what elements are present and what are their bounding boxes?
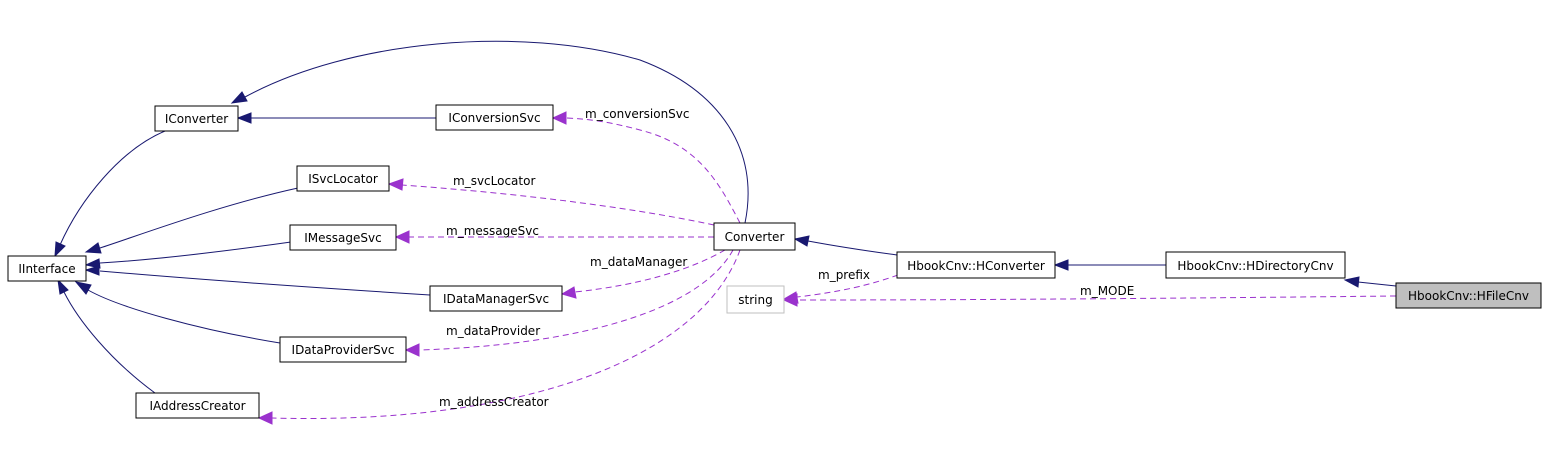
arrowhead-converter-imessagesvc — [394, 230, 410, 244]
arrowhead-converter-iaddresscreator — [257, 411, 273, 425]
arrowhead-converter-idataprovidersvc — [404, 343, 420, 357]
edge-label-address-creator: m_addressCreator — [439, 395, 549, 409]
edge-isvclocator-iinterface — [99, 187, 299, 249]
edge-label-data-provider: m_dataProvider — [446, 324, 540, 338]
node-label-hdirectorycnv: HbookCnv::HDirectoryCnv — [1177, 259, 1333, 273]
edge-converter-idataprovidersvc — [418, 249, 734, 351]
edge-label-data-manager: m_dataManager — [590, 255, 687, 269]
node-label-hconverter: HbookCnv::HConverter — [907, 259, 1045, 273]
arrowhead-hdirectorycnv-hconverter — [1053, 259, 1069, 271]
edge-idatamanagersvc-iinterface — [99, 270, 431, 296]
node-label-idataprovidersvc: IDataProviderSvc — [292, 343, 395, 357]
node-label-iaddresscreator: IAddressCreator — [149, 399, 245, 413]
edge-label-mode: m_MODE — [1080, 284, 1134, 298]
arrowhead-imessagesvc-iinterface — [84, 258, 101, 269]
arrowhead-converter-isvclocator — [387, 178, 404, 191]
edge-converter-iconverter — [244, 40, 749, 224]
arrowhead-hfilecnv-string — [782, 293, 798, 307]
node-hdirectorycnv[interactable]: HbookCnv::HDirectoryCnv — [1165, 251, 1346, 279]
node-iaddresscreator[interactable]: IAddressCreator — [135, 392, 260, 419]
node-isvclocator[interactable]: ISvcLocator — [296, 165, 390, 192]
node-idataprovidersvc[interactable]: IDataProviderSvc — [279, 336, 407, 363]
edge-iconverter-iinterface — [59, 130, 166, 246]
arrowhead-idataprovidersvc-iinterface — [74, 281, 92, 295]
edge-hconverter-converter — [807, 240, 898, 256]
edge-hfilecnv-string — [796, 295, 1397, 301]
node-label-converter: Converter — [725, 230, 785, 244]
node-hconverter[interactable]: HbookCnv::HConverter — [896, 251, 1056, 279]
usage-edges — [257, 111, 1397, 425]
node-label-string: string — [738, 293, 772, 307]
node-converter[interactable]: Converter — [713, 222, 796, 251]
node-label-iinterface: IInterface — [18, 262, 75, 276]
node-idatamanagersvc[interactable]: IDataManagerSvc — [429, 285, 563, 312]
edge-labels: m_conversionSvc m_svcLocator m_messageSv… — [439, 107, 1134, 409]
edge-label-prefix: m_prefix — [818, 268, 870, 282]
node-imessagesvc[interactable]: IMessageSvc — [289, 224, 397, 251]
edge-hconverter-string — [796, 274, 899, 298]
edge-label-conversion-svc: m_conversionSvc — [585, 107, 690, 121]
node-string[interactable]: string — [726, 285, 785, 314]
edge-converter-isvclocator — [401, 184, 715, 226]
edge-converter-iaddresscreator — [271, 249, 741, 420]
node-iconverter[interactable]: IConverter — [154, 105, 239, 132]
node-label-iconversionsvc: IConversionSvc — [448, 111, 540, 125]
node-label-iconverter: IConverter — [165, 112, 228, 126]
arrowhead-iconverter-iinterface — [54, 241, 66, 258]
node-label-hfilecnv: HbookCnv::HFileCnv — [1408, 289, 1529, 303]
edge-hfilecnv-hdirectorycnv — [1357, 281, 1397, 287]
inheritance-edges — [54, 40, 1397, 394]
arrowhead-hconverter-converter — [793, 235, 810, 247]
node-iinterface[interactable]: IInterface — [7, 255, 87, 282]
edge-idataprovidersvc-iinterface — [87, 289, 281, 344]
arrowhead-hfilecnv-hdirectorycnv — [1343, 276, 1360, 288]
arrowhead-iconversionsvc-iconverter — [236, 112, 252, 124]
arrowhead-converter-idatamanagersvc — [560, 286, 577, 299]
node-label-idatamanagersvc: IDataManagerSvc — [443, 292, 549, 306]
edge-iaddresscreator-iinterface — [63, 291, 156, 394]
node-hfilecnv[interactable]: HbookCnv::HFileCnv — [1395, 282, 1542, 309]
edge-label-message-svc: m_messageSvc — [446, 224, 539, 238]
node-label-isvclocator: ISvcLocator — [308, 172, 378, 186]
node-label-imessagesvc: IMessageSvc — [304, 231, 381, 245]
arrowhead-converter-iconversionsvc — [551, 111, 567, 125]
arrowhead-iaddresscreator-iinterface — [57, 278, 69, 295]
edge-converter-idatamanagersvc — [574, 249, 726, 293]
node-iconversionsvc[interactable]: IConversionSvc — [435, 104, 554, 131]
edge-imessagesvc-iinterface — [99, 241, 292, 264]
arrowhead-converter-iconverter — [230, 91, 248, 104]
arrowhead-idatamanagersvc-iinterface — [84, 265, 100, 276]
arrowhead-isvclocator-iinterface — [84, 242, 102, 254]
edge-label-svc-locator: m_svcLocator — [453, 174, 535, 188]
edge-converter-iconversionsvc — [565, 117, 741, 224]
